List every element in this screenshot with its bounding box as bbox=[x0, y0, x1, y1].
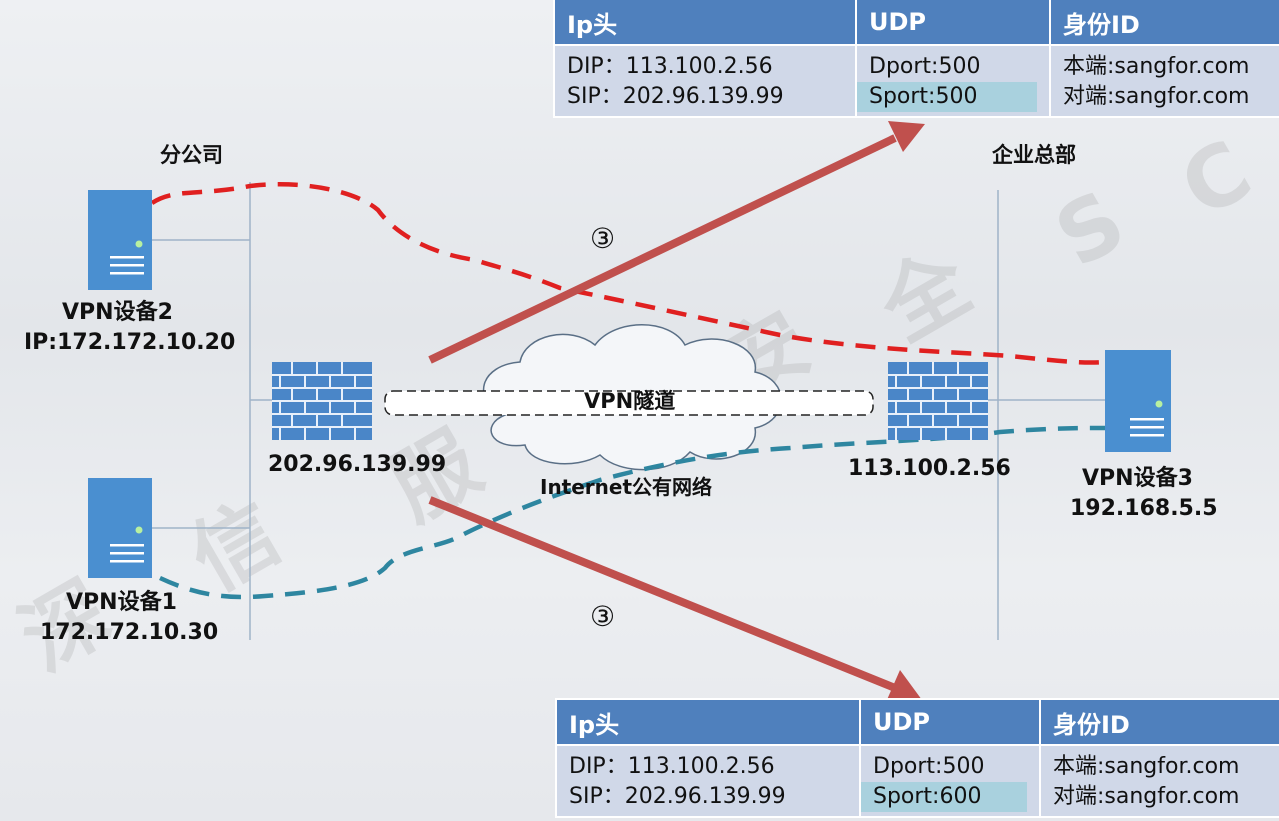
vpn3-ip: 192.168.5.5 bbox=[1070, 496, 1218, 521]
vpn1-name: VPN设备1 bbox=[66, 590, 177, 615]
vpn2-ip: IP:172.172.10.20 bbox=[24, 330, 236, 355]
arrow-to-top-packet bbox=[428, 121, 925, 364]
cell-id: 本端:sangfor.com 对端:sangfor.com bbox=[1039, 744, 1279, 818]
dip-value: DIP：113.100.2.56 bbox=[567, 54, 773, 79]
firewall-right-ip: 113.100.2.56 bbox=[848, 456, 1011, 481]
dport-value: Dport:500 bbox=[869, 54, 981, 79]
local-id-value: 本端:sangfor.com bbox=[1063, 54, 1250, 79]
header-id: 身份ID bbox=[1039, 698, 1279, 746]
vpn2-name: VPN设备2 bbox=[62, 300, 173, 325]
header-ip: Ip头 bbox=[555, 698, 861, 746]
vpn1-ip: 172.172.10.30 bbox=[40, 620, 219, 645]
packet-table-top: Ip头 UDP 身份ID DIP：113.100.2.56 SIP：202.96… bbox=[553, 0, 1279, 118]
header-udp: UDP bbox=[855, 0, 1051, 46]
server-vpn1-icon bbox=[88, 478, 152, 578]
peer-id-value: 对端:sangfor.com bbox=[1063, 84, 1250, 109]
sport-value: Sport:600 bbox=[861, 782, 1027, 812]
vpn3-name: VPN设备3 bbox=[1082, 466, 1193, 491]
vpn-tunnel bbox=[384, 390, 874, 416]
arrow-to-bottom-packet bbox=[428, 496, 922, 702]
internet-label: Internet公有网络 bbox=[540, 475, 713, 499]
cell-udp: Dport:500 Sport:500 bbox=[855, 44, 1051, 118]
firewall-left-ip: 202.96.139.99 bbox=[268, 452, 447, 477]
packet-body-row: DIP：113.100.2.56 SIP：202.96.139.99 Dport… bbox=[555, 744, 1279, 818]
server-vpn2-icon bbox=[88, 190, 152, 290]
red-dashed-path bbox=[150, 182, 1106, 365]
packet-body-row: DIP：113.100.2.56 SIP：202.96.139.99 Dport… bbox=[553, 44, 1279, 118]
sip-value: SIP：202.96.139.99 bbox=[567, 84, 784, 109]
header-ip: Ip头 bbox=[553, 0, 857, 46]
firewall-right-icon bbox=[888, 362, 988, 440]
hq-title: 企业总部 bbox=[992, 143, 1076, 167]
server-vpn3-icon bbox=[1105, 350, 1171, 452]
packet-header-row: Ip头 UDP 身份ID bbox=[553, 0, 1279, 46]
cell-id: 本端:sangfor.com 对端:sangfor.com bbox=[1049, 44, 1279, 118]
dport-value: Dport:500 bbox=[873, 754, 985, 779]
header-id: 身份ID bbox=[1049, 0, 1279, 46]
local-id-value: 本端:sangfor.com bbox=[1053, 754, 1240, 779]
header-udp: UDP bbox=[859, 698, 1041, 746]
sip-value: SIP：202.96.139.99 bbox=[569, 784, 786, 809]
tunnel-label: VPN隧道 bbox=[584, 389, 676, 413]
step-marker-bottom: ③ bbox=[590, 600, 616, 633]
packet-table-bottom: Ip头 UDP 身份ID DIP：113.100.2.56 SIP：202.96… bbox=[555, 698, 1279, 818]
sport-value: Sport:500 bbox=[857, 82, 1037, 112]
peer-id-value: 对端:sangfor.com bbox=[1053, 784, 1240, 809]
firewall-left-icon bbox=[272, 362, 372, 440]
cell-udp: Dport:500 Sport:600 bbox=[859, 744, 1041, 818]
cell-ip: DIP：113.100.2.56 SIP：202.96.139.99 bbox=[555, 744, 861, 818]
cell-ip: DIP：113.100.2.56 SIP：202.96.139.99 bbox=[553, 44, 857, 118]
packet-header-row: Ip头 UDP 身份ID bbox=[555, 698, 1279, 746]
dip-value: DIP：113.100.2.56 bbox=[569, 754, 775, 779]
branch-title: 分公司 bbox=[160, 143, 223, 167]
step-marker-top: ③ bbox=[590, 222, 616, 255]
